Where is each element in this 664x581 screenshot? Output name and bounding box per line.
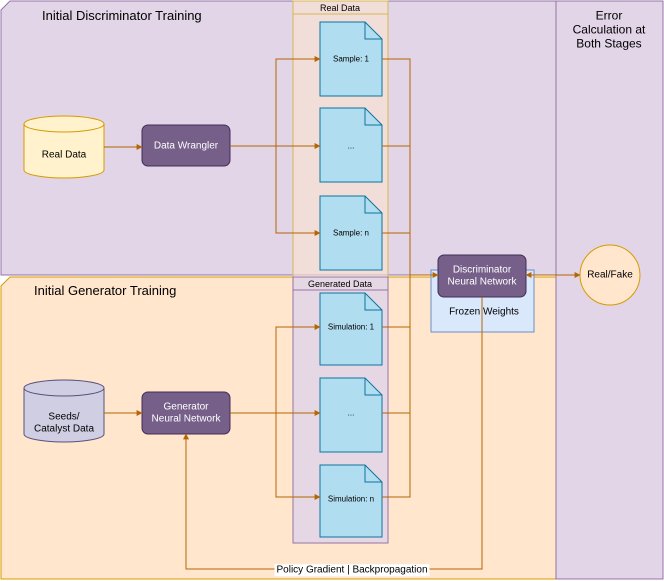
doc-sim-1 (319, 292, 383, 366)
seeds-label: Seeds/ Catalyst Data (33, 411, 95, 435)
doc-label-sample-1: Sample: 1 (332, 54, 370, 64)
seeds-cylinder (23, 379, 105, 443)
generated-data-column-header: Generated Data (307, 278, 373, 289)
doc-sim-mid (319, 377, 383, 453)
stage1-panel (0, 0, 557, 276)
stage2-title: Initial Generator Training (34, 283, 177, 298)
connectors (104, 56, 581, 570)
stage1-title: Initial Discriminator Training (42, 8, 202, 23)
frozen-weights-label: Frozen Weights (449, 306, 519, 318)
real-data-label: Real Data (41, 149, 87, 161)
real-fake-label: Real/Fake (587, 269, 633, 281)
discriminator-label: Discriminator Neural Network (447, 264, 517, 288)
data-wrangler-label: Data Wrangler (153, 140, 219, 152)
doc-sim-n (319, 464, 383, 538)
doc-sample-n (319, 195, 383, 271)
doc-sample-mid (319, 107, 383, 183)
doc-label-sample-mid: ... (347, 141, 355, 151)
real-data-column-header: Real Data (319, 2, 361, 13)
real-data-cylinder (23, 115, 105, 179)
doc-label-sim-mid: ... (347, 408, 355, 418)
doc-label-sim-n: Simulation: n (327, 494, 375, 504)
doc-label-sim-1: Simulation: 1 (327, 322, 375, 332)
error-panel-title: Error Calculation at Both Stages (572, 8, 646, 50)
generator-label: Generator Neural Network (151, 401, 221, 425)
doc-label-sample-n: Sample: n (332, 228, 370, 238)
feedback-label: Policy Gradient | Backpropagation (274, 564, 430, 576)
doc-sample-1 (319, 21, 383, 97)
